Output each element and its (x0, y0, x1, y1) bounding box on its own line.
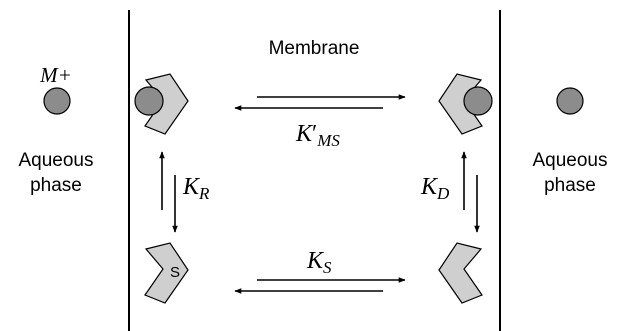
constant-k-s: KS (306, 248, 332, 277)
carrier-letter: S (170, 264, 180, 281)
k-ms-sub: MS (316, 131, 340, 150)
constant-k-d: KD (420, 174, 450, 203)
ion-right-aqueous (556, 87, 584, 115)
ion-left-aqueous (43, 87, 71, 115)
carrier-free-right (438, 242, 483, 304)
membrane-label: Membrane (269, 38, 360, 59)
aqueous-phase-right-line2: phase (544, 175, 596, 196)
k-s-sub: S (323, 258, 332, 277)
k-ms-main: K (295, 121, 314, 147)
k-r-main: K (182, 174, 201, 200)
constant-k-r: KR (182, 174, 210, 203)
k-d-main: K (420, 174, 439, 200)
k-ms-prime: ′ (312, 121, 317, 147)
ion-bound-left (134, 86, 164, 116)
aqueous-phase-left-line2: phase (30, 175, 82, 196)
k-s-main: K (306, 248, 325, 274)
ion-bound-right (463, 86, 493, 116)
aqueous-phase-right-line1: Aqueous (532, 150, 607, 171)
ion-label: M+ (39, 63, 72, 87)
ion-label-text: M+ (39, 63, 72, 87)
k-d-sub: D (436, 184, 450, 203)
k-r-sub: R (198, 184, 210, 203)
aqueous-phase-left-line1: Aqueous (18, 150, 93, 171)
carrier-free-left (144, 242, 189, 304)
constant-k-ms: K′MS (295, 121, 340, 150)
